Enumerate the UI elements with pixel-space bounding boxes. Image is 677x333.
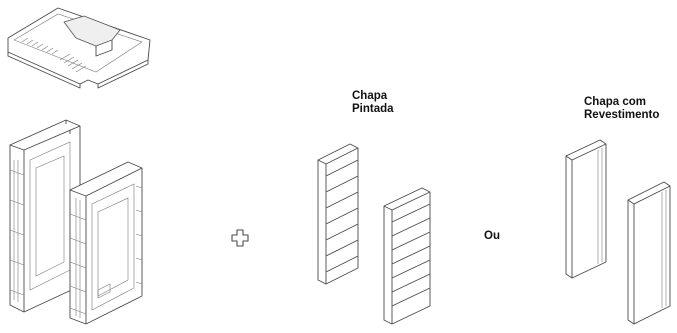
painted-panel-left-illustration <box>317 143 359 285</box>
top-cover-plate-illustration <box>7 7 151 89</box>
coated-title-line2: Revestimento <box>584 109 660 121</box>
painted-title-line2: Pintada <box>352 103 394 115</box>
coated-panel-left-illustration <box>565 139 607 279</box>
painted-title-line1: Chapa <box>352 90 388 102</box>
painted-panel-title: Chapa Pintada <box>352 90 394 116</box>
or-label: Ou <box>484 230 500 242</box>
coated-panel-title: Chapa com Revestimento <box>584 96 659 122</box>
side-frame-front-illustration <box>69 161 143 325</box>
coated-title-line1: Chapa com <box>584 96 646 108</box>
coated-panel-right-illustration <box>627 181 671 325</box>
painted-panel-right-illustration <box>383 187 431 325</box>
side-frame-rear-illustration <box>9 119 81 313</box>
plus-outline-icon <box>231 229 249 247</box>
